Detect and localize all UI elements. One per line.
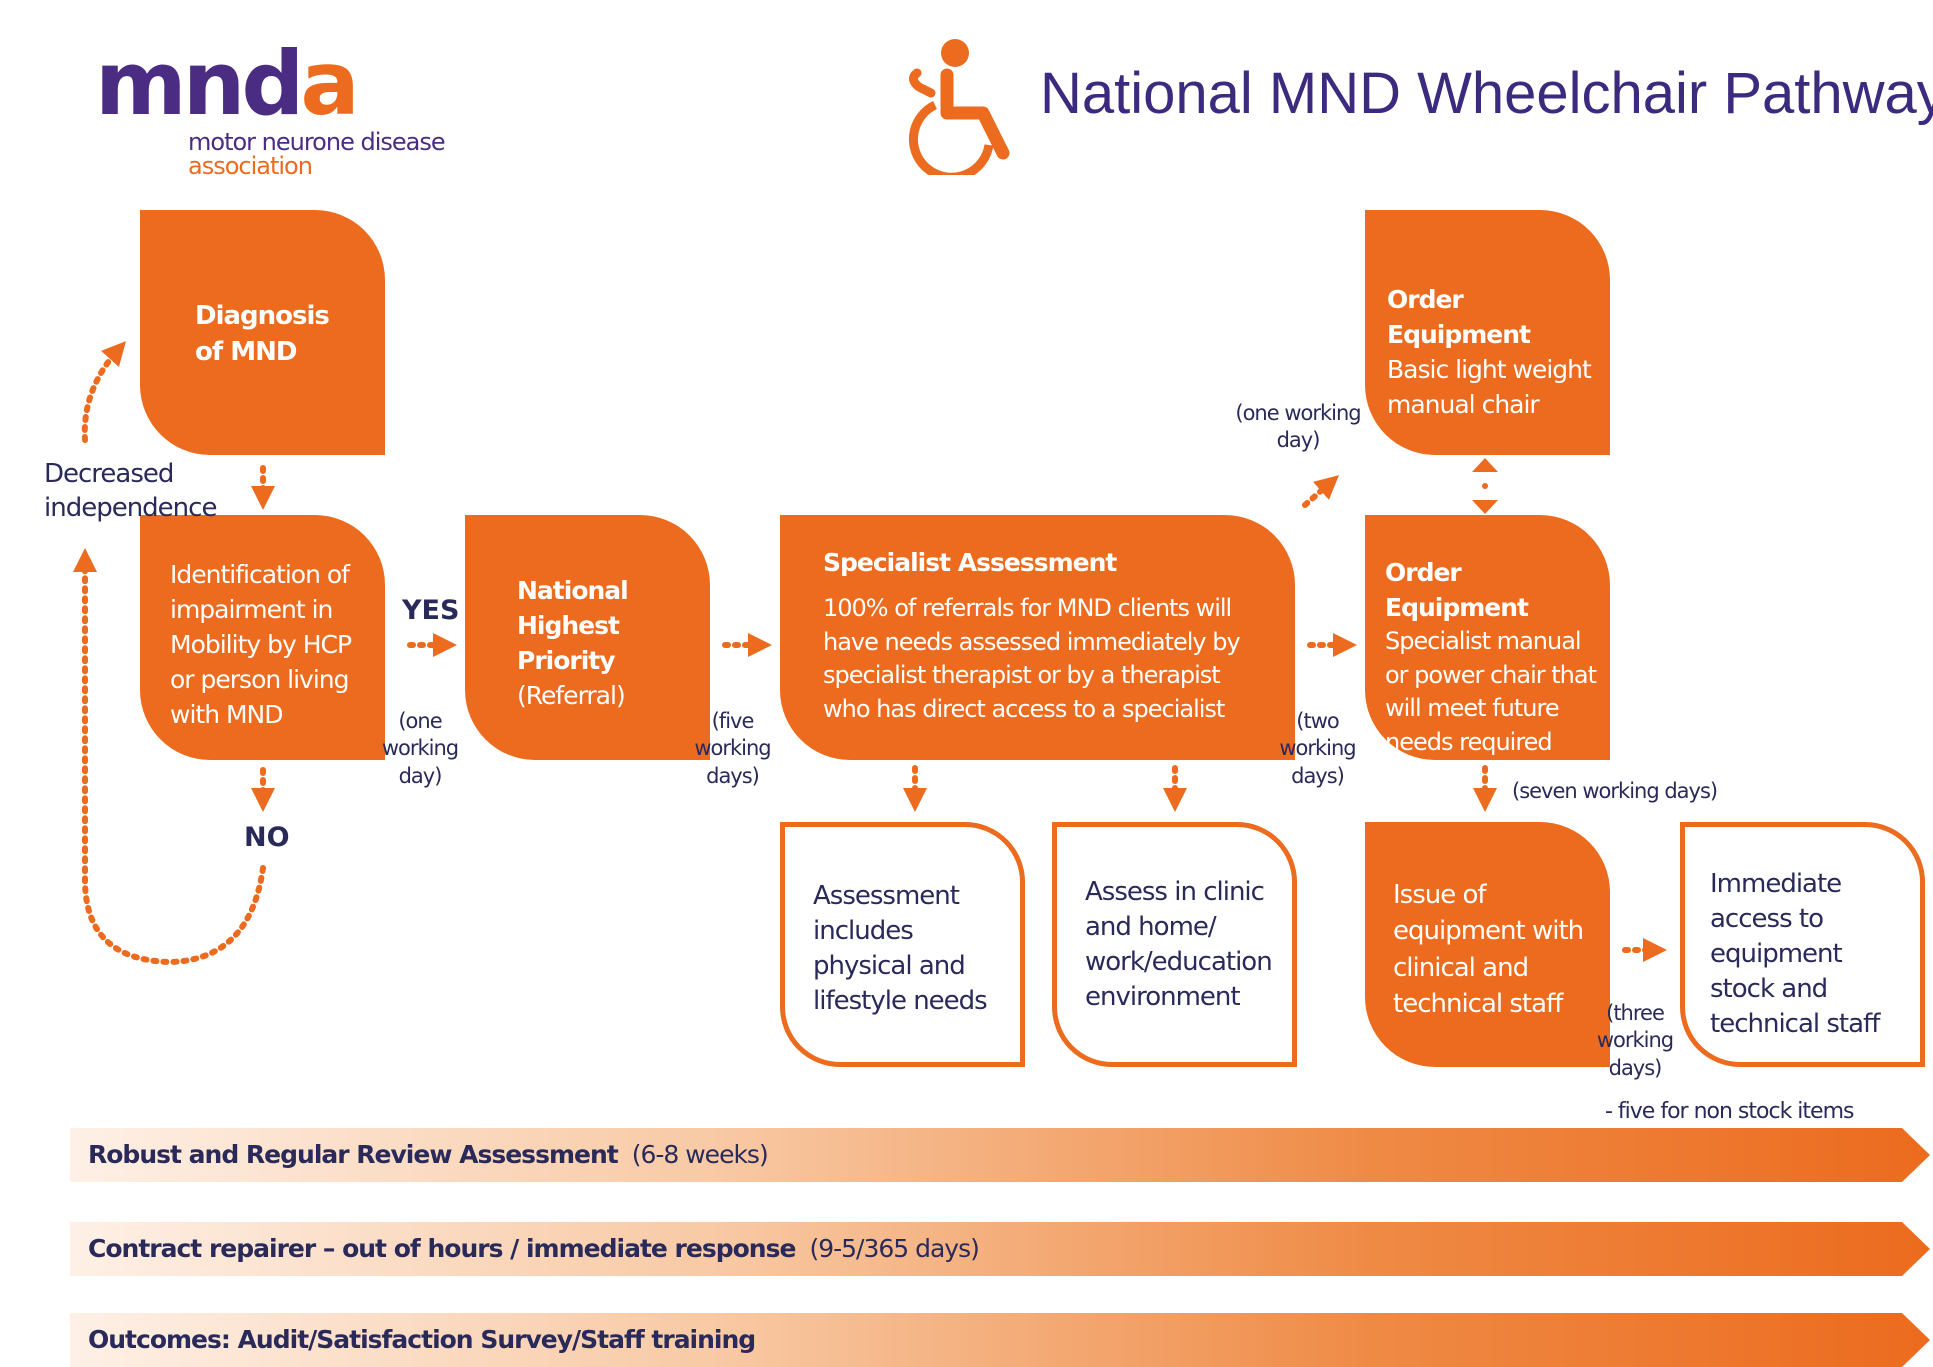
yes-label: YES — [402, 595, 460, 626]
assess-clinic-text: Assess in clinic and home/ work/educatio… — [1085, 877, 1273, 1013]
assessment-includes-box: Assessment includes physical and lifesty… — [780, 822, 1025, 1067]
logo-subtitle-line2: association — [188, 152, 313, 180]
note-three-working-days: (three working days) — [1596, 1001, 1674, 1080]
national-priority-sub: (Referral) — [517, 681, 626, 710]
specialist-assessment-box: Specialist Assessment 100% of referrals … — [780, 515, 1295, 760]
repairer-band-bold: Contract repairer – out of hours / immed… — [88, 1234, 796, 1263]
issue-equipment-box: Issue of equipment with clinical and tec… — [1365, 822, 1610, 1067]
order-specialist-box: Order Equipment Specialist manual or pow… — [1365, 515, 1610, 760]
repairer-band-plain: (9-5/365 days) — [809, 1234, 979, 1263]
identification-box: Identification of impairment in Mobility… — [140, 515, 385, 760]
order-basic-title: Order Equipment — [1387, 285, 1531, 349]
order-basic-box: Order Equipment Basic light weight manua… — [1365, 210, 1610, 455]
note-seven-working-days: (seven working days) — [1512, 779, 1718, 803]
no-label: NO — [244, 822, 290, 853]
diagnosis-box: Diagnosis of MND — [140, 210, 385, 455]
outcomes-band: Outcomes: Audit/Satisfaction Survey/Staf… — [70, 1313, 1930, 1367]
specialist-body: 100% of referrals for MND clients will h… — [823, 594, 1241, 723]
assessment-includes-text: Assessment includes physical and lifesty… — [813, 881, 988, 1017]
page-title: National MND Wheelchair Pathway — [1040, 61, 1933, 126]
review-assessment-band: Robust and Regular Review Assessment (6-8… — [70, 1128, 1930, 1182]
specialist-title: Specialist Assessment — [823, 548, 1117, 577]
national-priority-title: National Highest Priority — [517, 576, 629, 675]
immediate-access-box: Immediate access to equipment stock and … — [1680, 822, 1925, 1067]
note-one-working-day-b: (one working day) — [1235, 401, 1361, 453]
logo-word-main: mnd — [95, 32, 304, 135]
note-five-working-days: (five working days) — [694, 709, 771, 788]
review-band-bold: Robust and Regular Review Assessment — [88, 1140, 618, 1169]
identification-text: Identification of impairment in Mobility… — [170, 560, 352, 729]
outcomes-band-bold: Outcomes: Audit/Satisfaction Survey/Staf… — [88, 1325, 756, 1354]
order-specialist-title: Order Equipment — [1385, 558, 1529, 622]
assess-clinic-box: Assess in clinic and home/ work/educatio… — [1052, 822, 1297, 1067]
logo-subtitle-line1: motor neurone disease — [188, 128, 446, 156]
order-specialist-body: Specialist manual or power chair that wi… — [1385, 627, 1597, 756]
issue-equipment-text: Issue of equipment with clinical and tec… — [1393, 880, 1584, 1020]
national-priority-box: National Highest Priority (Referral) — [465, 515, 710, 760]
order-basic-body: Basic light weight manual chair — [1387, 355, 1592, 419]
contract-repairer-band: Contract repairer – out of hours / immed… — [70, 1222, 1930, 1276]
immediate-access-text: Immediate access to equipment stock and … — [1710, 869, 1880, 1040]
note-one-working-day-a: (one working day) — [381, 709, 459, 788]
diagnosis-text: Diagnosis of MND — [195, 301, 330, 368]
note-non-stock: - five for non stock items — [1605, 1099, 1854, 1124]
decreased-independence-label: Decreased independence — [44, 459, 217, 523]
mnda-logo: mnda — [95, 40, 360, 128]
review-band-plain: (6-8 weeks) — [631, 1140, 768, 1169]
logo-word-accent: a — [300, 32, 359, 135]
wheelchair-user-icon — [909, 39, 1010, 175]
note-two-working-days: (two working days) — [1279, 709, 1356, 788]
